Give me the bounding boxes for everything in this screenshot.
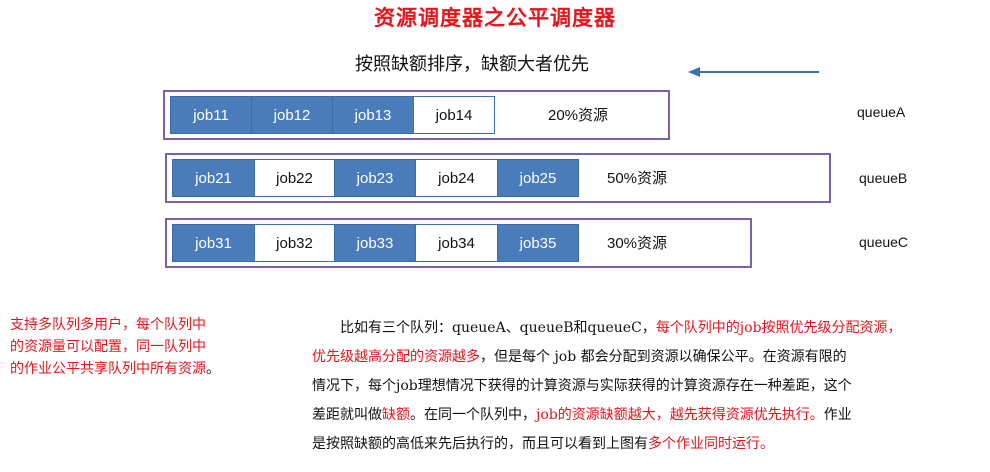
- sort-rule-caption: 按照缺额排序，缺额大者优先: [355, 54, 589, 75]
- job-block: job22: [254, 159, 335, 197]
- queue-a-label: queueA: [857, 104, 906, 120]
- job-block: job14: [413, 96, 495, 134]
- diagram-title: 资源调度器之公平调度器: [374, 6, 616, 30]
- job-block: job31: [172, 224, 255, 262]
- job-block: job25: [497, 159, 579, 197]
- job-block: job24: [415, 159, 498, 197]
- queue-a-box: job11 job12 job13 job14 20%资源: [163, 90, 670, 140]
- side-note-line: 的资源量可以配置，同一队列中: [10, 339, 206, 355]
- para-text: ，但是每个 job 都会分配到资源以确保公平。在资源有限的: [480, 349, 847, 365]
- job-block: job12: [251, 96, 333, 134]
- para-text: 是按照缺额的高低来先后执行的，而且可以看到上图有: [312, 436, 648, 452]
- para-text: 比如有三个队列：queueA、queueB和queueC，: [340, 320, 656, 336]
- queue-c-share: 30%资源: [607, 235, 668, 252]
- explanation-paragraph: 比如有三个队列：queueA、queueB和queueC，每个队列中的job按照…: [312, 314, 982, 459]
- job-block: job32: [254, 224, 335, 262]
- para-text: 情况下，每个job理想情况下获得的计算资源与实际获得的计算资源存在一种差距，这个: [312, 378, 852, 394]
- queue-c-box: job31 job32 job33 job34 job35 30%资源: [165, 218, 752, 268]
- queue-c-label: queueC: [859, 234, 909, 250]
- queue-b-box: job21 job22 job23 job24 job25 50%资源: [165, 153, 831, 203]
- side-note-line: 支持多队列多用户，每个队列中: [10, 317, 206, 333]
- left-arrow-icon: [688, 67, 819, 77]
- para-text: 差距就叫做: [312, 407, 382, 423]
- job-block: job33: [334, 224, 416, 262]
- side-note-period: 。: [206, 361, 220, 377]
- queue-b-label: queueB: [859, 170, 908, 186]
- queue-b-share: 50%资源: [607, 170, 668, 187]
- side-note: 支持多队列多用户，每个队列中 的资源量可以配置，同一队列中 的作业公平共享队列中…: [10, 314, 260, 380]
- para-text: 。在同一个队列中，: [410, 407, 536, 423]
- queue-a-share: 20%资源: [548, 107, 609, 124]
- job-block: job13: [332, 96, 414, 134]
- job-block: job34: [415, 224, 498, 262]
- job-block: job23: [334, 159, 416, 197]
- job-block: job21: [172, 159, 255, 197]
- para-highlight: job的资源缺额越大，越先获得资源优先执行。: [536, 407, 824, 423]
- side-note-line: 的作业公平共享队列中所有资源: [10, 361, 206, 377]
- job-block: job11: [170, 96, 252, 134]
- para-text: 作业: [823, 407, 852, 423]
- para-highlight: 缺额: [382, 407, 410, 423]
- para-highlight: 每个队列中的job按照优先级分配资源，: [655, 320, 902, 336]
- job-block: job35: [497, 224, 579, 262]
- para-highlight: 优先级越高分配的资源越多: [312, 349, 480, 365]
- para-highlight: 多个作业同时运行。: [648, 436, 774, 452]
